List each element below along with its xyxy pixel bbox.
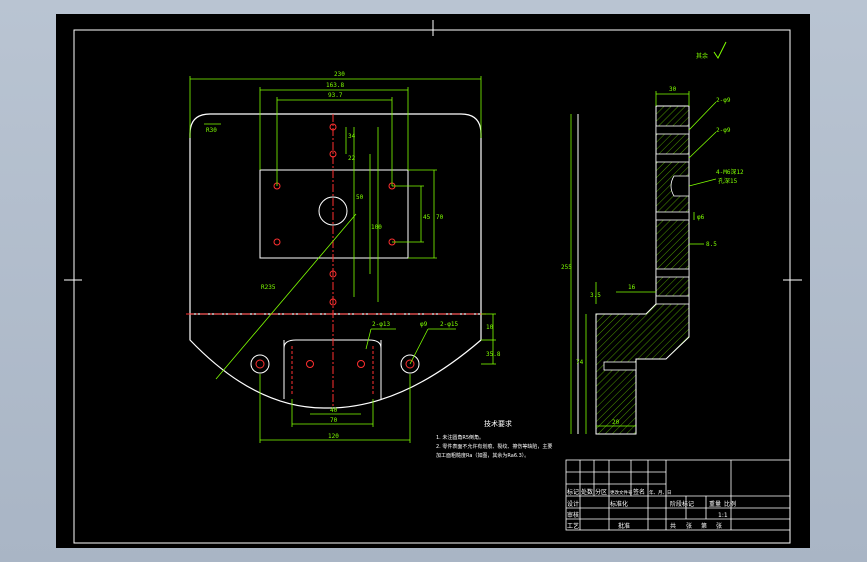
tb-sheets: 共: [670, 522, 676, 530]
tb-approve: 批准: [618, 522, 630, 530]
drawing-border: [73, 29, 791, 544]
note-holes-1: 2-φ13: [372, 321, 390, 328]
tb-sheet: 张: [686, 522, 692, 530]
tb-stage: 阶段标记: [670, 500, 694, 508]
dim-width-3: 93.7: [328, 92, 343, 99]
tb-col-signature: 签名: [633, 488, 645, 496]
tb-col-change-doc: 更改文件号: [610, 489, 633, 496]
dim-70: 70: [436, 214, 444, 221]
tb-page-2: 张: [716, 522, 722, 530]
note-side-3: 4-M6深12: [716, 168, 744, 176]
dim-22: 22: [348, 155, 356, 162]
tb-scale: 比例: [724, 500, 736, 508]
tb-designer: 设计: [567, 500, 579, 508]
side-view: 30 2-φ9 2-φ9 4-M6深12 孔深15 φ6 8.5 255 3.5…: [561, 86, 744, 435]
note-holes-3: 2-φ15: [440, 321, 458, 328]
tb-page: 第: [701, 522, 707, 530]
tech-req-line-1: 1. 未注圆角R5倒角。: [436, 434, 484, 441]
tb-std: 标准化: [610, 500, 628, 508]
dim-3: 3.5: [590, 292, 601, 299]
dim-74: 74: [576, 359, 584, 366]
dim-34: 34: [348, 133, 356, 140]
dim-phi6: φ6: [697, 214, 705, 221]
tech-req-line-2: 2. 零件表面不允许有划痕、裂纹、擦伤等缺陷，主要: [436, 443, 552, 450]
roughness-label: 其余: [696, 52, 708, 60]
side-bores: [603, 125, 690, 371]
center-hole: [318, 196, 348, 226]
tb-col-mark: 标记: [567, 488, 579, 496]
dim-100: 100: [371, 224, 382, 231]
tech-req-title: 技术要求: [484, 419, 512, 428]
note-holes-2: φ9: [420, 321, 428, 328]
title-block-text: 标记 处数 分区 更改文件号 签名 年、月、日 设计 标准化 审核 工艺 批准 …: [567, 488, 736, 530]
small-holes: [273, 123, 396, 368]
plate-lower-arc: [189, 314, 482, 409]
dim-width-2: 163.8: [326, 82, 344, 89]
dim-16: 16: [628, 284, 636, 291]
tb-review: 审核: [567, 511, 579, 519]
dim-255: 255: [561, 264, 572, 271]
tech-req-line-3: 加工面粗糙度Ra（如图，其余为Ra6.3）。: [436, 452, 529, 459]
tb-weight: 重量: [709, 500, 721, 508]
tb-col-count: 处数: [581, 488, 593, 496]
dim-50: 50: [356, 194, 364, 201]
dim-30: 30: [669, 86, 677, 93]
tech-requirements: 技术要求 1. 未注圆角R5倒角。 2. 零件表面不允许有划痕、裂纹、擦伤等缺陷…: [436, 419, 552, 459]
lower-slot: [283, 340, 382, 399]
counterbore-holes: [250, 354, 420, 374]
dim-10: 10: [486, 324, 494, 331]
drawing-sheet: 230 163.8 93.7 R30 34 22 50 100 45 70 R2…: [56, 14, 810, 548]
dim-120: 120: [328, 433, 339, 440]
dim-overall-width: 230: [334, 71, 345, 78]
note-side-1: 2-φ9: [716, 97, 731, 104]
title-block: [565, 459, 791, 531]
dim-radius-big: R235: [261, 284, 276, 291]
side-dimensions: [570, 91, 717, 434]
dim-20: 20: [612, 419, 620, 426]
tb-col-date: 年、月、日: [649, 489, 672, 496]
tb-process: 工艺: [567, 522, 579, 530]
dim-35-8: 35.8: [486, 351, 501, 358]
front-view: 230 163.8 93.7 R30 34 22 50 100 45 70 R2…: [186, 71, 501, 443]
note-side-2: 2-φ9: [716, 127, 731, 134]
cad-drawing: 230 163.8 93.7 R30 34 22 50 100 45 70 R2…: [64, 20, 802, 544]
tb-scale-value: 1:1: [718, 512, 728, 519]
dim-8: 8.5: [706, 241, 717, 248]
dim-70b: 70: [330, 417, 338, 424]
roughness-symbol: 其余: [696, 41, 727, 60]
front-dimensions: [189, 76, 496, 443]
tb-col-zone: 分区: [595, 488, 607, 496]
side-section: [595, 105, 690, 435]
dim-45: 45: [423, 214, 431, 221]
dim-40: 40: [330, 407, 338, 414]
note-side-3b: 孔深15: [718, 177, 738, 185]
dim-radius-corner: R30: [206, 127, 217, 134]
slot-hidden-lines: [291, 346, 374, 394]
mounting-rect: [259, 169, 409, 259]
